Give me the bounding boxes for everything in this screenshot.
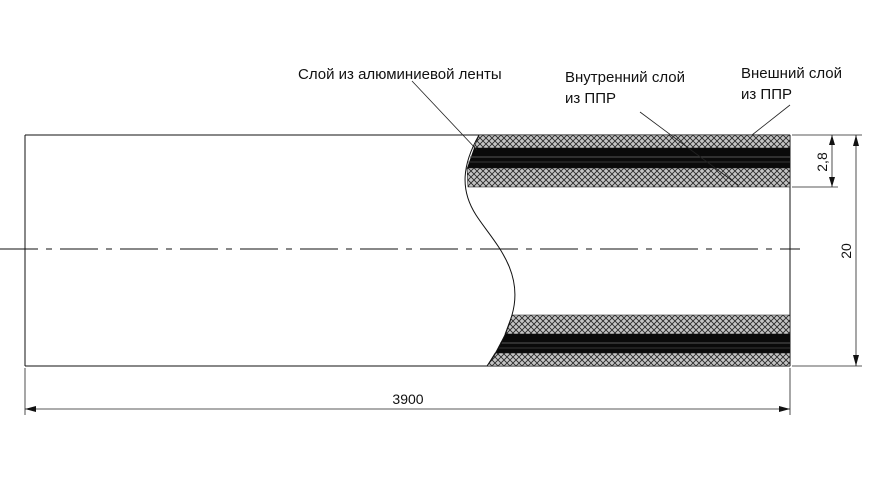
top-aluminium-layer xyxy=(467,148,790,168)
bottom-inner-ppr-layer xyxy=(504,314,791,335)
bottom-wall-layers xyxy=(486,314,791,367)
label-inner-layer-line1: Внутренний слой xyxy=(565,69,685,86)
top-outer-ppr-layer xyxy=(473,134,791,149)
top-wall-layers xyxy=(466,134,791,188)
diameter-dimension: 20 xyxy=(792,134,862,367)
label-outer-layer-line1: Внешний слой xyxy=(741,65,842,82)
wall-thickness-value: 2,8 xyxy=(814,152,830,172)
diameter-value: 20 xyxy=(838,243,854,259)
length-value: 3900 xyxy=(392,391,423,407)
label-outer-layer-line2: из ППР xyxy=(741,86,792,103)
label-aluminium-layer: Слой из алюминиевой ленты xyxy=(298,66,502,83)
leader-lines xyxy=(411,80,791,186)
top-inner-ppr-layer xyxy=(466,167,791,188)
break-line xyxy=(464,134,516,367)
length-dimension: 3900 xyxy=(24,368,791,415)
wall-dimension: 2,8 xyxy=(792,135,838,188)
bottom-outer-ppr-layer xyxy=(486,352,791,367)
label-inner-layer-line2: из ППР xyxy=(565,90,616,107)
